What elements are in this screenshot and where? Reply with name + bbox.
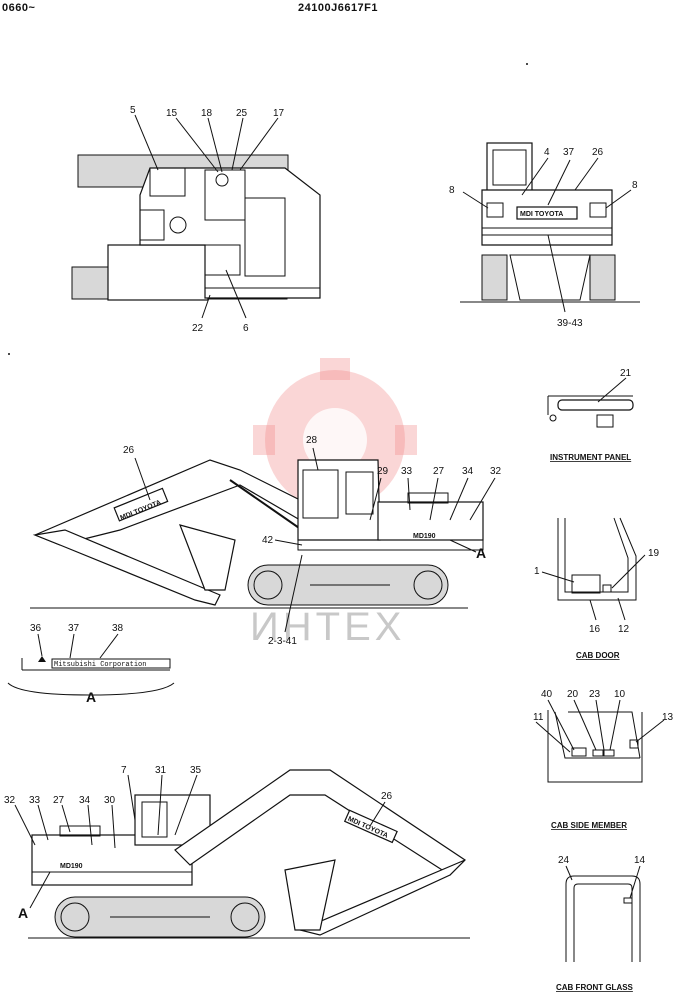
label-side-member-11: 11 [533,712,544,723]
caption-cab-front-glass: CAB FRONT GLASS [556,983,634,992]
side-model-decal-2: MD190 [60,863,83,870]
detail-a: Mitsubishi Corporation [7,633,175,696]
label-rear-39-43: 39-43 [557,318,583,329]
side-view-1: MDI TOYOTA MD190 [30,447,496,633]
label-door-16: 16 [589,624,601,635]
cab-door-view [541,517,646,621]
label-rear-8-left: 8 [449,185,455,196]
label-door-19: 19 [648,548,660,559]
label-front-glass-14: 14 [634,855,646,866]
label-top-25: 25 [236,108,248,119]
label-side2-32: 32 [4,795,16,806]
label-rear-26: 26 [592,147,604,158]
label-side2-30: 30 [104,795,116,806]
label-door-1: 1 [534,566,540,577]
label-side2-27: 27 [53,795,65,806]
label-side-member-40: 40 [541,689,553,700]
side-model-decal-1: MD190 [413,533,436,540]
label-detail-A: A [86,689,96,705]
label-side2-A: A [18,905,28,921]
cab-side-member-view [535,699,665,783]
top-view [71,114,321,319]
label-side-member-13: 13 [662,712,674,723]
label-side1-A: A [476,545,486,561]
caption-cab-side-member: CAB SIDE MEMBER [551,821,627,830]
label-side1-2-3-41: 2-3-41 [268,636,297,647]
watermark-text: ИНТЕХ [250,605,405,649]
label-side2-34: 34 [79,795,91,806]
rear-logo-decal: MDI TOYOTA [520,211,563,218]
label-detail-36: 36 [30,623,42,634]
header-left: 0660~ [2,2,36,14]
label-side1-27: 27 [433,466,445,477]
label-rear-4: 4 [544,147,550,158]
label-top-6: 6 [243,323,249,334]
rear-view: MDI TOYOTA [460,142,640,313]
label-side1-42: 42 [262,535,274,546]
header-center: 24100J6617F1 [298,2,379,14]
label-front-glass-24: 24 [558,855,570,866]
label-side1-28: 28 [306,435,318,446]
label-side2-35: 35 [190,765,202,776]
label-top-5: 5 [130,105,136,116]
label-side1-29: 29 [377,466,389,477]
label-top-17: 17 [273,108,285,119]
label-side1-26: 26 [123,445,135,456]
caption-cab-door: CAB DOOR [576,651,620,660]
label-door-12: 12 [618,624,630,635]
label-top-22: 22 [192,323,204,334]
label-top-15: 15 [166,108,178,119]
label-rear-37: 37 [563,147,575,158]
label-side-member-23: 23 [589,689,601,700]
label-top-18: 18 [201,108,213,119]
label-side2-31: 31 [155,765,167,776]
label-side2-26: 26 [381,791,393,802]
cab-front-glass-view [565,865,641,962]
side-view-2: MD190 MDI TOYOTA [14,769,470,939]
label-side2-7: 7 [121,765,127,776]
label-rear-8-right: 8 [632,180,638,191]
label-side1-33: 33 [401,466,413,477]
label-detail-37: 37 [68,623,80,634]
label-side-member-20: 20 [567,689,579,700]
detail-a-plate-text: Mitsubishi Corporation [54,661,146,669]
label-detail-38: 38 [112,623,124,634]
caption-instrument-panel: INSTRUMENT PANEL [550,453,631,462]
instrument-panel-view [547,377,634,428]
label-panel-21: 21 [620,368,632,379]
label-side1-34: 34 [462,466,474,477]
label-side2-33: 33 [29,795,41,806]
label-side-member-10: 10 [614,689,626,700]
label-side1-32: 32 [490,466,502,477]
